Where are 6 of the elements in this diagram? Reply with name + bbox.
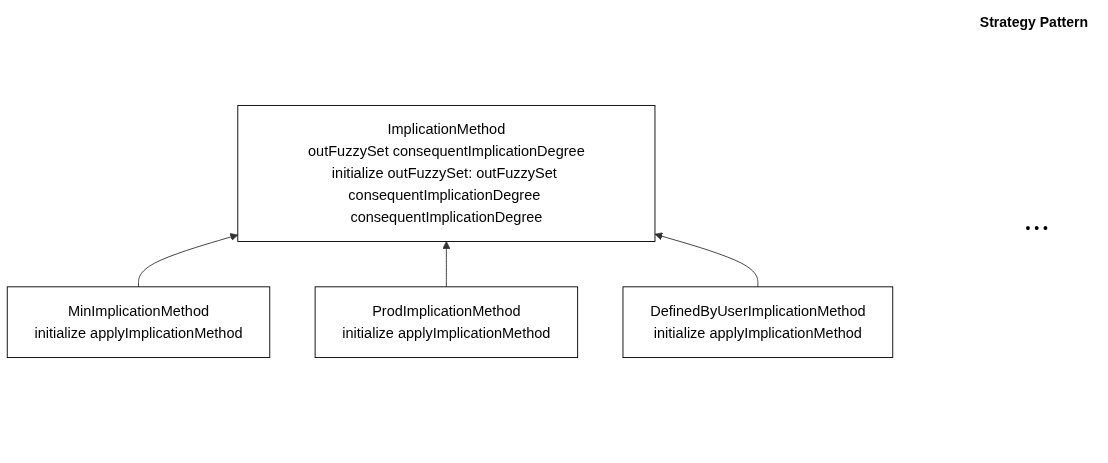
node-box: ProdImplicationMethod initialize applyImplicationMethod: [314, 286, 579, 358]
ellipsis-text: • • •: [1025, 220, 1048, 236]
node-box: ImplicationMethod outFuzzySet consequentImplicationDegree initialize outFuzzySet: outFuzzySet consequentImplicationDegree consequentImplicationDegree: [237, 105, 656, 242]
node-box: MinImplicationMethod initialize applyImplicationMethod: [6, 286, 271, 358]
diagram-title: Strategy Pattern: [979, 14, 1088, 30]
node-box: DefinedByUserImplicationMethod initialize applyImplicationMethod: [622, 286, 894, 358]
